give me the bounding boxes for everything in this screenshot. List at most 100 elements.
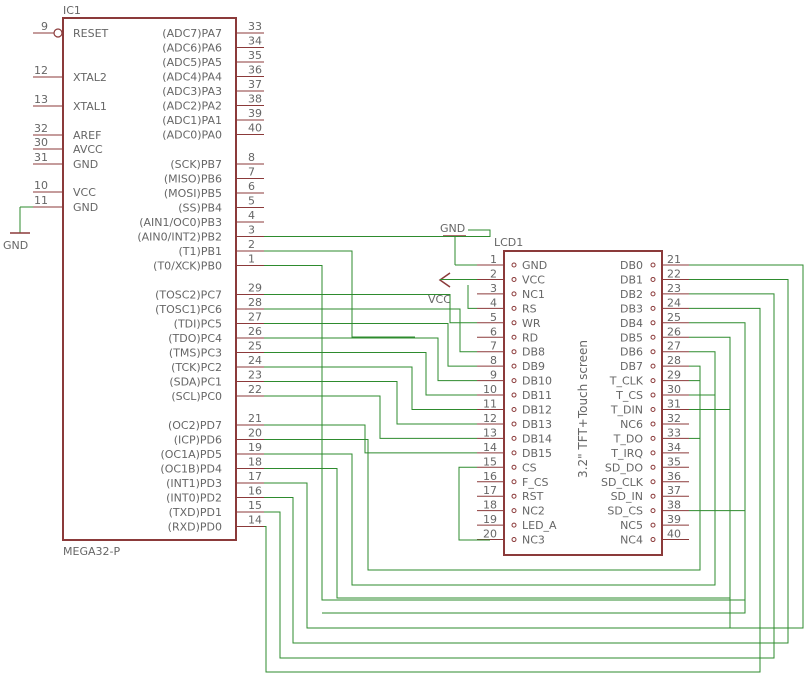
ic1-pin-name: (T1)PB1 bbox=[179, 245, 222, 258]
gnd-left-label: GND bbox=[3, 239, 28, 252]
ic1-pin-name: (ADC5)PA5 bbox=[162, 56, 222, 69]
ic1-pin-number: 38 bbox=[248, 93, 262, 106]
ic1-pin-name: (ICP)PD6 bbox=[174, 434, 222, 447]
ic1-pin-35: 35(ADC5)PA5 bbox=[162, 49, 264, 69]
lcd1-pin-name: SD_CS bbox=[607, 505, 643, 518]
ic1-pin-16: 16(INT0)PD2 bbox=[166, 485, 264, 505]
lcd1-pin-33: 33T_DO bbox=[613, 426, 689, 445]
lcd1-pin-29: 29T_CLK bbox=[609, 369, 689, 388]
lcd1-pin-number: 11 bbox=[483, 398, 497, 411]
lcd1-pin-name: DB0 bbox=[620, 259, 643, 272]
lcd1-pin-number: 36 bbox=[667, 470, 681, 483]
ic1-pin-number: 32 bbox=[34, 122, 48, 135]
wire-pc4-db10 bbox=[264, 337, 477, 382]
lcd1-pin-number: 32 bbox=[667, 412, 681, 425]
ic1-pin-name: VCC bbox=[73, 186, 96, 199]
ic1-pin-number: 30 bbox=[34, 136, 48, 149]
lcd1-pin-number: 25 bbox=[667, 311, 681, 324]
wire-pc6-db8 bbox=[264, 308, 477, 353]
ic1-pin-number: 3 bbox=[248, 224, 255, 237]
lcd1-pin-number: 39 bbox=[667, 513, 681, 526]
lcd1-pin-name: DB12 bbox=[522, 404, 552, 417]
ic1-pin-name: (ADC7)PA7 bbox=[162, 27, 222, 40]
lcd1-pin-number: 1 bbox=[490, 253, 497, 266]
ic1-pin-21: 21(OC2)PD7 bbox=[168, 412, 264, 432]
lcd1-pin-name: LED_A bbox=[522, 519, 557, 532]
lcd1-pin-36: 36 SD_CLK bbox=[601, 470, 689, 489]
lcd1-pin-number: 20 bbox=[483, 528, 497, 541]
ic1-pin-number: 13 bbox=[34, 93, 48, 106]
gnd-symbol-left bbox=[10, 207, 30, 234]
ic1-pin-name: (SS)PB4 bbox=[178, 202, 222, 215]
lcd1-value-label: 3.2" TFT+Touch screen bbox=[576, 340, 590, 478]
ic1-pin-name: (ADC6)PA6 bbox=[162, 42, 222, 55]
lcd1-pin-number: 17 bbox=[483, 484, 497, 497]
ic1-pin-17: 17(INT1)PD3 bbox=[166, 470, 264, 490]
lcd1-pin-number: 22 bbox=[667, 267, 681, 280]
lcd1-pin-number: 33 bbox=[667, 426, 681, 439]
wire-pc2-db12 bbox=[264, 366, 477, 410]
lcd1-pin-name: NC1 bbox=[522, 288, 545, 301]
lcd1-pin-name: SD_CLK bbox=[601, 476, 644, 489]
lcd1-pin-30: 30T_CS bbox=[615, 383, 689, 402]
lcd1-pin-number: 21 bbox=[667, 253, 681, 266]
lcd1-pin-5: 5 WR bbox=[477, 311, 541, 330]
ic1-pin-number: 2 bbox=[248, 238, 255, 251]
ic1-pin-name: AREF bbox=[73, 129, 101, 142]
ic1-pin-name: (SDA)PC1 bbox=[169, 376, 222, 389]
ic1-pin-name: (T0/XCK)PB0 bbox=[153, 260, 222, 273]
ic1-pin-39: 39(ADC1)PA1 bbox=[162, 107, 264, 127]
ic1-pin-name: (TOSC2)PC7 bbox=[155, 289, 222, 302]
ic1-pin-name: (ADC3)PA3 bbox=[162, 85, 222, 98]
wire-pd4-tdin bbox=[264, 409, 731, 599]
ic1-pin-name: (OC1B)PD4 bbox=[160, 463, 222, 476]
lcd1-pin-20: 20 NC3 bbox=[477, 528, 545, 547]
lcd1-pin-name: WR bbox=[522, 317, 541, 330]
wire-pd5-tcs bbox=[264, 394, 716, 586]
ic1-pin-number: 7 bbox=[248, 166, 255, 179]
lcd1-pin-name: RD bbox=[522, 331, 538, 344]
ic1-pin-number: 40 bbox=[248, 122, 262, 135]
ic1-pin-number: 16 bbox=[248, 485, 262, 498]
wire-pc3-db11 bbox=[264, 352, 477, 396]
wire-pb2-cs bbox=[264, 229, 491, 237]
ic1-pin-number: 26 bbox=[248, 325, 262, 338]
ic1-pin-number: 29 bbox=[248, 282, 262, 295]
ic1-pin-name: (AIN1/OC0)PB3 bbox=[139, 216, 222, 229]
wire-pd3-db0 bbox=[264, 264, 804, 629]
ic1-pin-27: 27(TDI)PC5 bbox=[174, 311, 264, 331]
lcd1-pin-number: 16 bbox=[483, 470, 497, 483]
lcd1-pin-number: 3 bbox=[490, 282, 497, 295]
lcd1-pin-number: 10 bbox=[483, 383, 497, 396]
lcd1-pin-name: SD_DO bbox=[605, 461, 643, 474]
ic1-pin-number: 17 bbox=[248, 470, 262, 483]
ic1-pin-number: 31 bbox=[34, 151, 48, 164]
lcd1-pin-21: 21 DB0 bbox=[620, 253, 689, 272]
lcd1-pin-name: DB15 bbox=[522, 447, 552, 460]
ic1-pin-name: (ADC1)PA1 bbox=[162, 114, 222, 127]
wire-pd2-db1 bbox=[264, 278, 789, 644]
lcd1-pin-name: NC3 bbox=[522, 534, 545, 547]
reset-inversion-bubble bbox=[53, 28, 63, 38]
ic1-pin-name: (MISO)PB6 bbox=[164, 173, 222, 186]
ic1-pin-36: 36(ADC4)PA4 bbox=[162, 64, 264, 84]
lcd1-pin-number: 4 bbox=[490, 296, 497, 309]
ic1-pin-number: 12 bbox=[34, 64, 48, 77]
ic1-pin-number: 15 bbox=[248, 499, 262, 512]
ic1-pin-number: 8 bbox=[248, 151, 255, 164]
lcd1-pin-number: 5 bbox=[490, 311, 497, 324]
ic1-pin-19: 19(OC1A)PD5 bbox=[160, 441, 264, 461]
lcd1-pin-number: 27 bbox=[667, 340, 681, 353]
ic1-pin-38: 38(ADC2)PA2 bbox=[162, 93, 264, 113]
